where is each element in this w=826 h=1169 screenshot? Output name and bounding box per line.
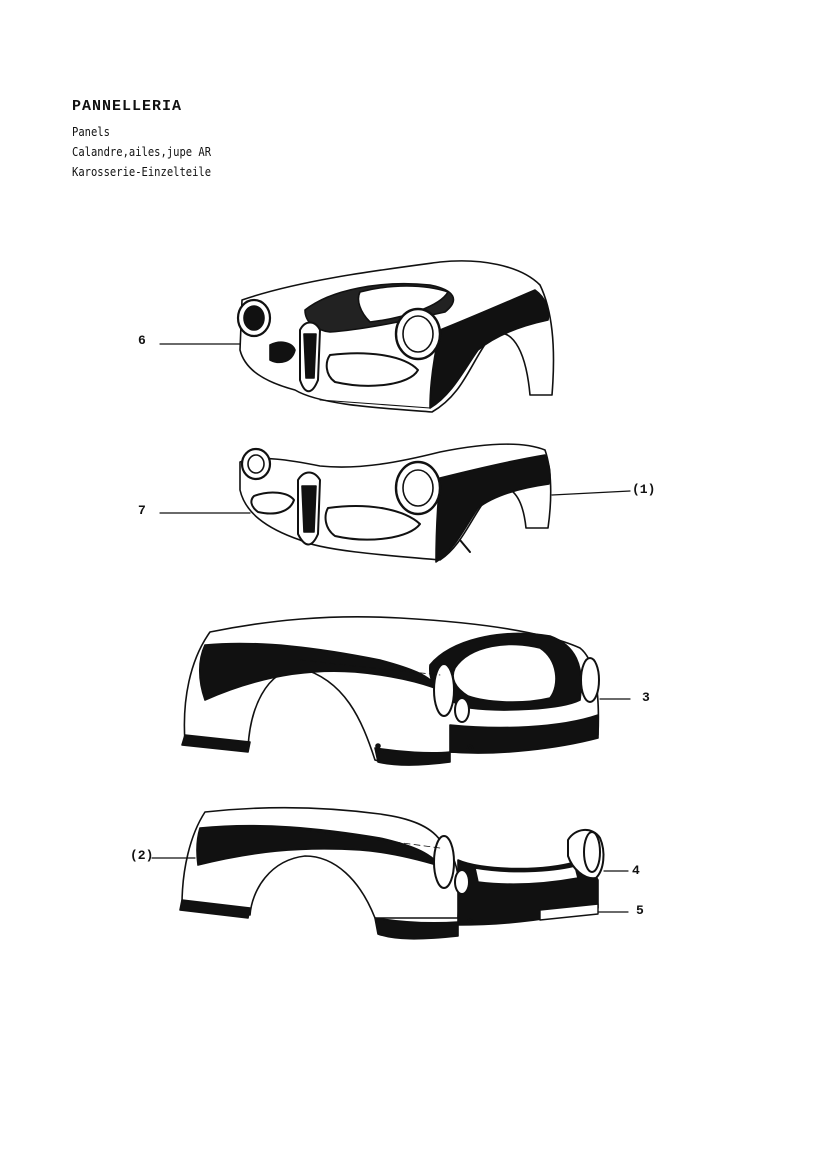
callout-1: (1) [632,482,656,497]
rear-panel-assembly-parts-2-4-5 [179,806,605,940]
front-body-section-part-6 [236,260,555,413]
subtitle-french: Calandre,ailes,jupe AR [72,145,212,160]
callout-4: 4 [632,863,640,878]
rear-body-section-part-3 [181,615,600,766]
subtitle-english: Panels [72,125,110,140]
page-header: PANNELLERIA Panels Calandre,ailes,jupe A… [72,98,211,181]
front-nose-part-7 [239,443,552,563]
page-title: PANNELLERIA [72,98,183,115]
callout-6: 6 [138,333,146,348]
subtitle-german: Karosserie-Einzelteile [72,165,212,180]
callout-7: 7 [138,503,146,518]
callout-5: 5 [636,903,644,918]
callout-3: 3 [642,690,650,705]
callout-2: (2) [130,848,154,863]
